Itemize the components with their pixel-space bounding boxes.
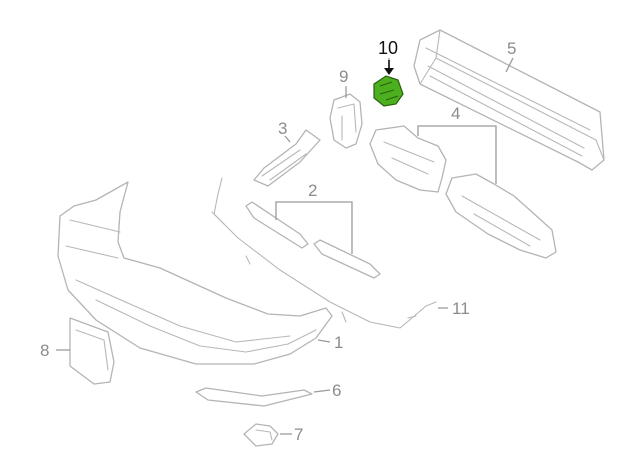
part-1-bumper-cover	[57, 181, 333, 365]
arrowhead-icon	[384, 68, 394, 75]
callout-2: 2	[308, 181, 317, 200]
part-3-strip	[253, 129, 321, 187]
part-5-bumper-beam	[413, 29, 605, 171]
callout-8: 8	[40, 341, 49, 360]
part-6-strip	[195, 387, 313, 407]
callout-10: 10	[378, 38, 398, 58]
part-11-harness	[211, 177, 437, 329]
part-8-plate	[69, 317, 115, 385]
callout-1: 1	[334, 333, 343, 352]
callout-6: 6	[332, 381, 341, 400]
callout-9: 9	[339, 67, 348, 86]
part-7-clip	[243, 423, 279, 447]
part-4-absorbers	[369, 125, 557, 259]
callout-4: 4	[451, 104, 460, 123]
leader-lines	[56, 57, 514, 435]
part-2-strips	[245, 201, 381, 279]
callout-7: 7	[294, 425, 303, 444]
part-10-highlighted	[373, 75, 404, 107]
part-9-bracket	[329, 93, 363, 149]
callout-5: 5	[507, 39, 516, 58]
callout-11: 11	[452, 299, 470, 318]
callout-3: 3	[278, 119, 287, 138]
